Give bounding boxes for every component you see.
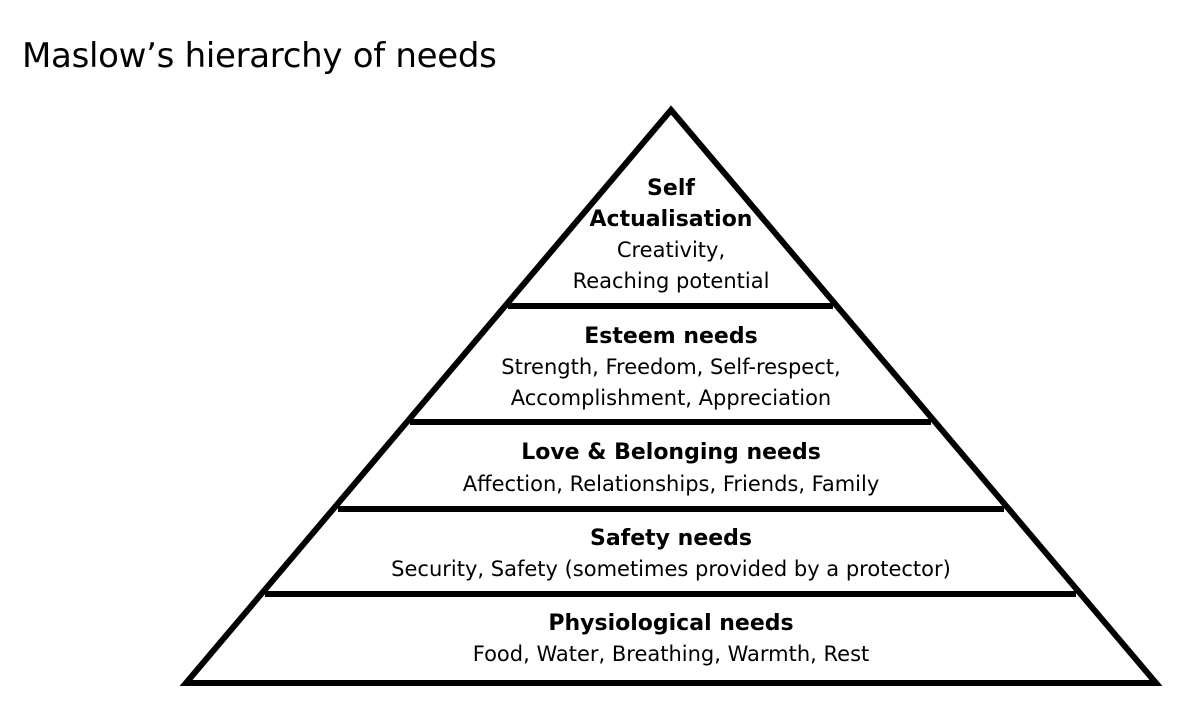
- level-title: Physiological needs: [548, 611, 793, 636]
- pyramid-outline: [179, 105, 1163, 686]
- level-title: Esteem needs: [584, 324, 757, 349]
- level-title: Self: [647, 176, 695, 201]
- level-description: Strength, Freedom, Self-respect,: [501, 355, 840, 379]
- level-description: Affection, Relationships, Friends, Famil…: [463, 472, 880, 496]
- level-title: Love & Belonging needs: [521, 440, 821, 465]
- level-description: Reaching potential: [573, 269, 770, 293]
- level-physiological: Physiological needs Food, Water, Breathi…: [473, 611, 870, 666]
- level-esteem: Esteem needs Strength, Freedom, Self-res…: [501, 324, 840, 410]
- level-self-actualisation: Self Actualisation Creativity, Reaching …: [573, 176, 770, 293]
- level-description: Accomplishment, Appreciation: [511, 386, 832, 410]
- level-description: Food, Water, Breathing, Warmth, Rest: [473, 642, 870, 666]
- level-love-belonging: Love & Belonging needs Affection, Relati…: [463, 440, 880, 496]
- level-safety: Safety needs Security, Safety (sometimes…: [391, 526, 951, 581]
- level-description: Creativity,: [617, 238, 725, 262]
- page-title: Maslow’s hierarchy of needs: [22, 36, 497, 76]
- level-title: Actualisation: [590, 207, 753, 232]
- level-description: Security, Safety (sometimes provided by …: [391, 557, 951, 581]
- level-title: Safety needs: [590, 526, 752, 551]
